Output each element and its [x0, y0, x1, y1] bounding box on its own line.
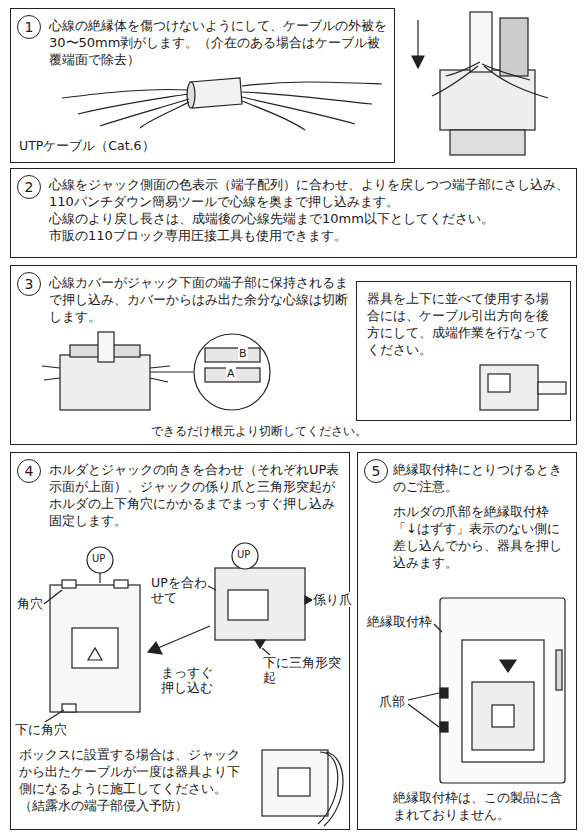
step-panel: 心線カバーがジャック下面の端子部に保持されるまで押し込み、カバーからはみ出た余分…: [10, 265, 577, 445]
part-label: 角穴: [16, 596, 44, 611]
step-number: 4: [17, 459, 41, 483]
part-label: 下に三角形突起: [262, 655, 346, 685]
step-number: 1: [17, 15, 41, 39]
callout-number: 3: [18, 273, 40, 295]
part-label: 爪部: [378, 694, 406, 709]
step-text: 心線をジャック側面の色表示（端子配列）に合わせ、よりを戻しつつ端子部にさし込み、…: [49, 176, 571, 210]
step-text: 絶縁取付枠にとりつけるときのご注意。: [393, 461, 573, 495]
part-label: A: [226, 367, 236, 380]
step-text: 器具を上下に並べて使用する場合には、ケーブル引出方向を後方にして、成端作業を行な…: [367, 290, 549, 358]
part-label: UPを合わせて: [150, 575, 208, 605]
callout-number: 2: [18, 176, 40, 198]
note-text: 心線のより戻し長さは、成端後の心線先端まで10mm以下としてください。: [49, 210, 571, 227]
part-label: B: [238, 347, 248, 360]
note-text: ボックスに設置する場合は、ジャックから出たケーブルが一度は器具より下側になるよう…: [19, 746, 243, 814]
note-text: 市販の110ブロック専用圧接工具も使用できます。: [49, 227, 571, 244]
step-text: 心線の絶縁体を傷つけないようにして、ケーブルの外被を30〜50mm剥がします。（…: [49, 17, 389, 68]
step-number: 5: [364, 459, 388, 483]
step-panel: ホルダとジャックの向きを合わせ（それぞれUP表示面が上面）、ジャックの係り爪と三…: [10, 452, 350, 830]
note-text: ホルダの爪部を絶縁取付枠「↓はずす」表示のない側に差し込んでから、器具を押し込み…: [393, 503, 571, 571]
part-label: UP: [236, 549, 251, 561]
step-number: 3: [17, 272, 41, 296]
part-label: UP: [91, 553, 106, 565]
part-label: UTPケーブル（Cat.6）: [18, 138, 156, 153]
part-label: 下に角穴: [14, 722, 68, 737]
step-number: 2: [17, 175, 41, 199]
part-label: 係り爪: [312, 592, 353, 607]
part-label: まっすぐ押し込む: [160, 665, 224, 695]
callout-number: 1: [18, 16, 40, 38]
step-panel: 心線をジャック側面の色表示（端子配列）に合わせ、よりを戻しつつ端子部にさし込み、…: [10, 168, 577, 258]
note-box: 器具を上下に並べて使用する場合には、ケーブル引出方向を後方にして、成端作業を行な…: [356, 281, 571, 421]
callout-number: 4: [18, 460, 40, 482]
part-label: できるだけ根元より切断してください。: [150, 424, 368, 438]
step-panel: 絶縁取付枠にとりつけるときのご注意。ホルダの爪部を絶縁取付枠「↓はずす」表示のな…: [357, 452, 577, 830]
part-label: 絶縁取付枠: [366, 614, 433, 629]
step-text: ホルダとジャックの向きを合わせ（それぞれUP表示面が上面）、ジャックの係り爪と三…: [49, 461, 347, 529]
note-text: 絶縁取付枠は、この製品に含まれておりません。: [393, 789, 571, 823]
step-text: 心線カバーがジャック下面の端子部に保持されるまで押し込み、カバーからはみ出た余分…: [49, 274, 354, 325]
callout-number: 5: [365, 460, 387, 482]
